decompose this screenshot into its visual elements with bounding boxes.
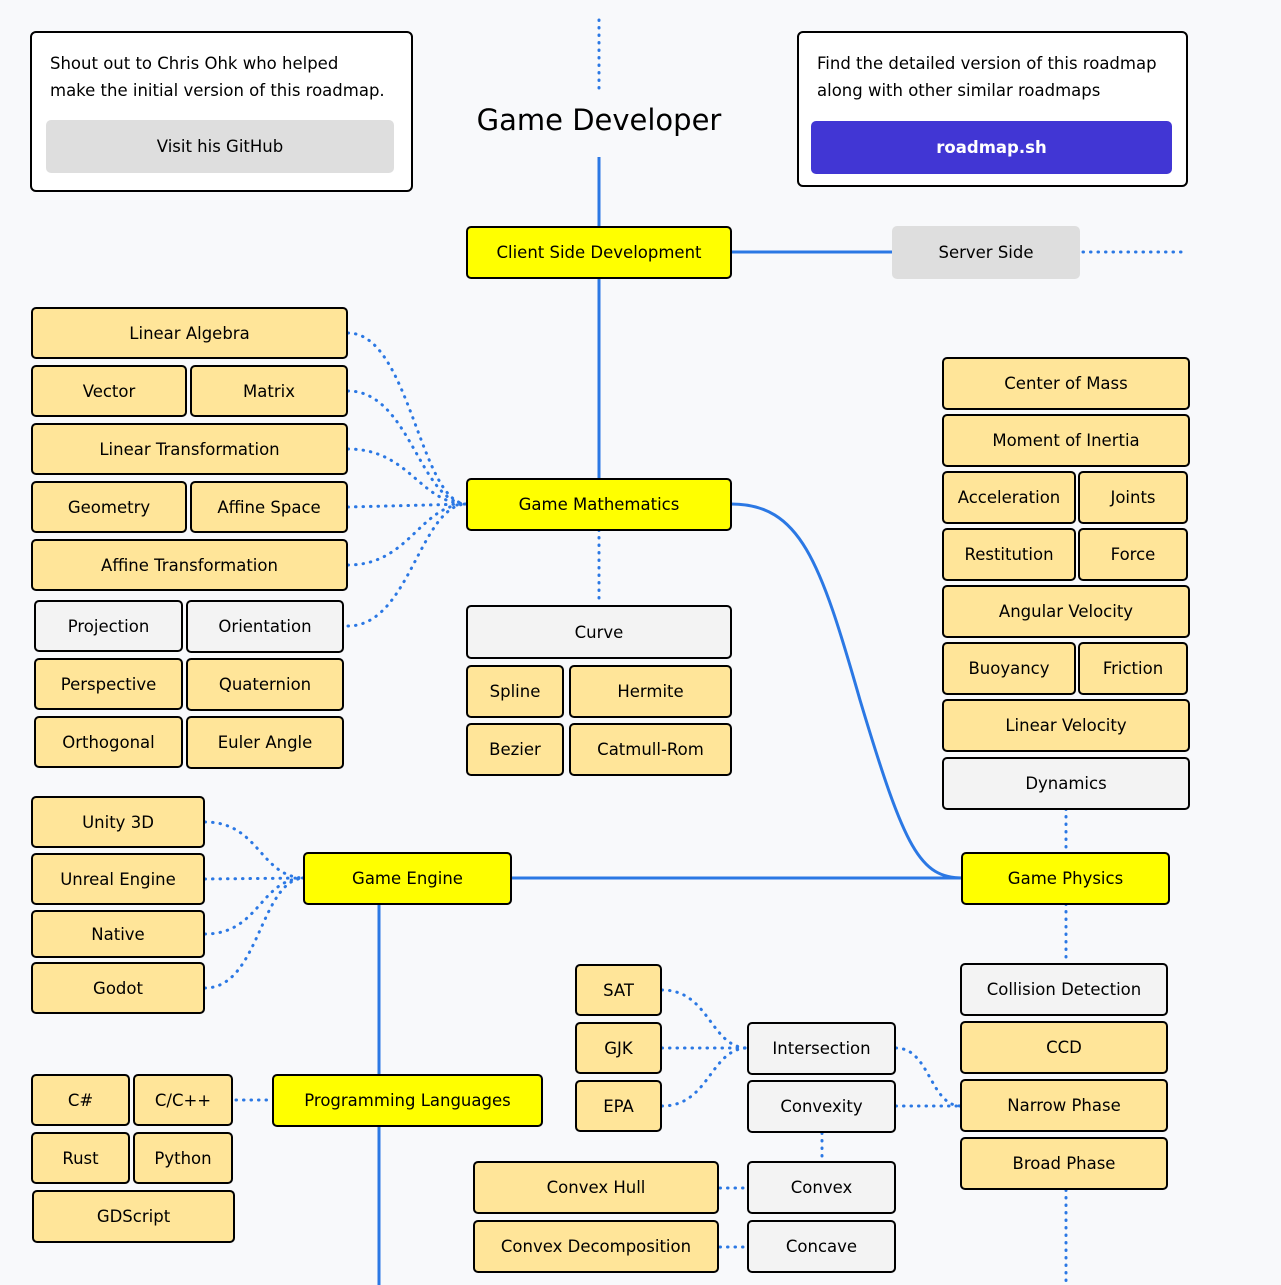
credit-card-text: Shout out to Chris Ohk who helped make t… bbox=[50, 50, 385, 104]
node-concave[interactable]: Concave bbox=[747, 1220, 896, 1273]
node-projection[interactable]: Projection bbox=[34, 600, 183, 652]
credit-card-line1: Shout out to Chris Ohk who helped bbox=[50, 54, 339, 73]
node-godot[interactable]: Godot bbox=[31, 962, 205, 1014]
node-csharp[interactable]: C# bbox=[31, 1074, 130, 1126]
node-quaternion[interactable]: Quaternion bbox=[186, 658, 344, 711]
node-geometry[interactable]: Geometry bbox=[31, 481, 187, 533]
node-epa[interactable]: EPA bbox=[575, 1080, 662, 1132]
node-moment-of-inertia[interactable]: Moment of Inertia bbox=[942, 414, 1190, 467]
node-orientation[interactable]: Orientation bbox=[186, 600, 344, 653]
node-acceleration[interactable]: Acceleration bbox=[942, 471, 1076, 524]
node-dynamics[interactable]: Dynamics bbox=[942, 757, 1190, 810]
node-broad-phase[interactable]: Broad Phase bbox=[960, 1137, 1168, 1190]
node-catmull-rom[interactable]: Catmull-Rom bbox=[569, 723, 732, 776]
node-gjk[interactable]: GJK bbox=[575, 1022, 662, 1074]
node-intersection[interactable]: Intersection bbox=[747, 1022, 896, 1075]
node-force[interactable]: Force bbox=[1078, 528, 1188, 581]
roadmap-card-text: Find the detailed version of this roadma… bbox=[817, 50, 1157, 104]
node-gdscript[interactable]: GDScript bbox=[32, 1190, 235, 1243]
link-intersection-narrow bbox=[894, 1046, 963, 1108]
node-spline[interactable]: Spline bbox=[466, 665, 564, 718]
node-restitution[interactable]: Restitution bbox=[942, 528, 1076, 581]
node-vector[interactable]: Vector bbox=[31, 365, 187, 417]
node-python[interactable]: Python bbox=[133, 1132, 233, 1184]
node-convex[interactable]: Convex bbox=[747, 1161, 896, 1214]
node-collision-detection[interactable]: Collision Detection bbox=[960, 963, 1168, 1016]
node-narrow-phase[interactable]: Narrow Phase bbox=[960, 1079, 1168, 1132]
node-friction[interactable]: Friction bbox=[1078, 642, 1188, 695]
node-programming-languages[interactable]: Programming Languages bbox=[272, 1074, 543, 1127]
node-convexity[interactable]: Convexity bbox=[747, 1080, 896, 1133]
node-client-side[interactable]: Client Side Development bbox=[466, 226, 732, 279]
node-unity-3d[interactable]: Unity 3D bbox=[31, 796, 205, 848]
credit-card-line2: make the initial version of this roadmap… bbox=[50, 81, 385, 100]
node-convex-hull[interactable]: Convex Hull bbox=[473, 1161, 719, 1214]
node-curve[interactable]: Curve bbox=[466, 605, 732, 659]
node-bezier[interactable]: Bezier bbox=[466, 723, 564, 776]
node-native[interactable]: Native bbox=[31, 910, 205, 958]
node-unreal-engine[interactable]: Unreal Engine bbox=[31, 853, 205, 905]
node-game-mathematics[interactable]: Game Mathematics bbox=[466, 478, 732, 531]
node-sat[interactable]: SAT bbox=[575, 964, 662, 1016]
node-rust[interactable]: Rust bbox=[31, 1132, 130, 1184]
node-euler-angle[interactable]: Euler Angle bbox=[186, 716, 344, 769]
node-game-physics[interactable]: Game Physics bbox=[961, 852, 1170, 905]
link-math-physics bbox=[730, 502, 964, 880]
node-orthogonal[interactable]: Orthogonal bbox=[34, 716, 183, 768]
node-game-engine[interactable]: Game Engine bbox=[303, 852, 512, 905]
node-linear-velocity[interactable]: Linear Velocity bbox=[942, 699, 1190, 752]
node-affine-transformation[interactable]: Affine Transformation bbox=[31, 539, 348, 591]
node-matrix[interactable]: Matrix bbox=[190, 365, 348, 417]
roadmap-card-line1: Find the detailed version of this roadma… bbox=[817, 54, 1157, 73]
roadmap-card-line2: along with other similar roadmaps bbox=[817, 81, 1101, 100]
node-cpp[interactable]: C/C++ bbox=[133, 1074, 233, 1126]
node-buoyancy[interactable]: Buoyancy bbox=[942, 642, 1076, 695]
node-convex-decomposition[interactable]: Convex Decomposition bbox=[473, 1220, 719, 1273]
node-server-side[interactable]: Server Side bbox=[892, 226, 1080, 279]
node-linear-algebra[interactable]: Linear Algebra bbox=[31, 307, 348, 359]
roadmap-sh-button[interactable]: roadmap.sh bbox=[811, 121, 1172, 174]
node-ccd[interactable]: CCD bbox=[960, 1021, 1168, 1074]
node-center-of-mass[interactable]: Center of Mass bbox=[942, 357, 1190, 410]
node-linear-transformation[interactable]: Linear Transformation bbox=[31, 423, 348, 475]
node-joints[interactable]: Joints bbox=[1078, 471, 1188, 524]
node-hermite[interactable]: Hermite bbox=[569, 665, 732, 718]
node-angular-velocity[interactable]: Angular Velocity bbox=[942, 585, 1190, 638]
roadmap-card: Find the detailed version of this roadma… bbox=[797, 31, 1188, 187]
node-perspective[interactable]: Perspective bbox=[34, 658, 183, 710]
node-affine-space[interactable]: Affine Space bbox=[190, 481, 348, 533]
visit-github-button[interactable]: Visit his GitHub bbox=[46, 120, 394, 173]
page-title: Game Developer bbox=[476, 103, 722, 137]
credit-card: Shout out to Chris Ohk who helped make t… bbox=[30, 31, 413, 192]
